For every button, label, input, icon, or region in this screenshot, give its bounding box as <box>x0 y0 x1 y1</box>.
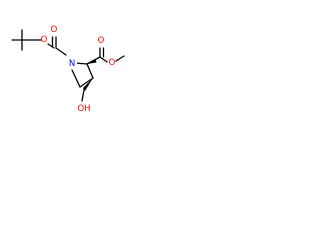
bond <box>81 89 85 102</box>
chemical-structure: N O O O O OH <box>11 25 125 114</box>
boc-ester-oxygen-label: O <box>41 35 48 45</box>
tert-butyl-group <box>11 29 42 51</box>
bond <box>115 55 125 62</box>
ester-carbonyl-oxygen-label: O <box>98 36 105 46</box>
bond <box>99 56 108 63</box>
hydroxymethyl-group <box>81 89 85 102</box>
bond <box>86 63 94 79</box>
bond <box>79 77 94 88</box>
hydroxyl-label: OH <box>77 104 90 114</box>
boc-carbonyl-oxygen-label: O <box>51 25 58 35</box>
atom-labels: N O O O O OH <box>41 25 116 114</box>
stereo-wedge-bond <box>83 78 93 91</box>
bond <box>47 43 55 49</box>
stereo-wedge-bond <box>87 59 97 64</box>
pyrrolidine-ring <box>71 62 94 88</box>
boc-carbamate <box>47 36 67 56</box>
bond <box>71 69 81 88</box>
nitrogen-atom-label: N <box>69 59 75 69</box>
ester-methoxy-oxygen-label: O <box>109 58 116 68</box>
bond <box>55 47 67 56</box>
